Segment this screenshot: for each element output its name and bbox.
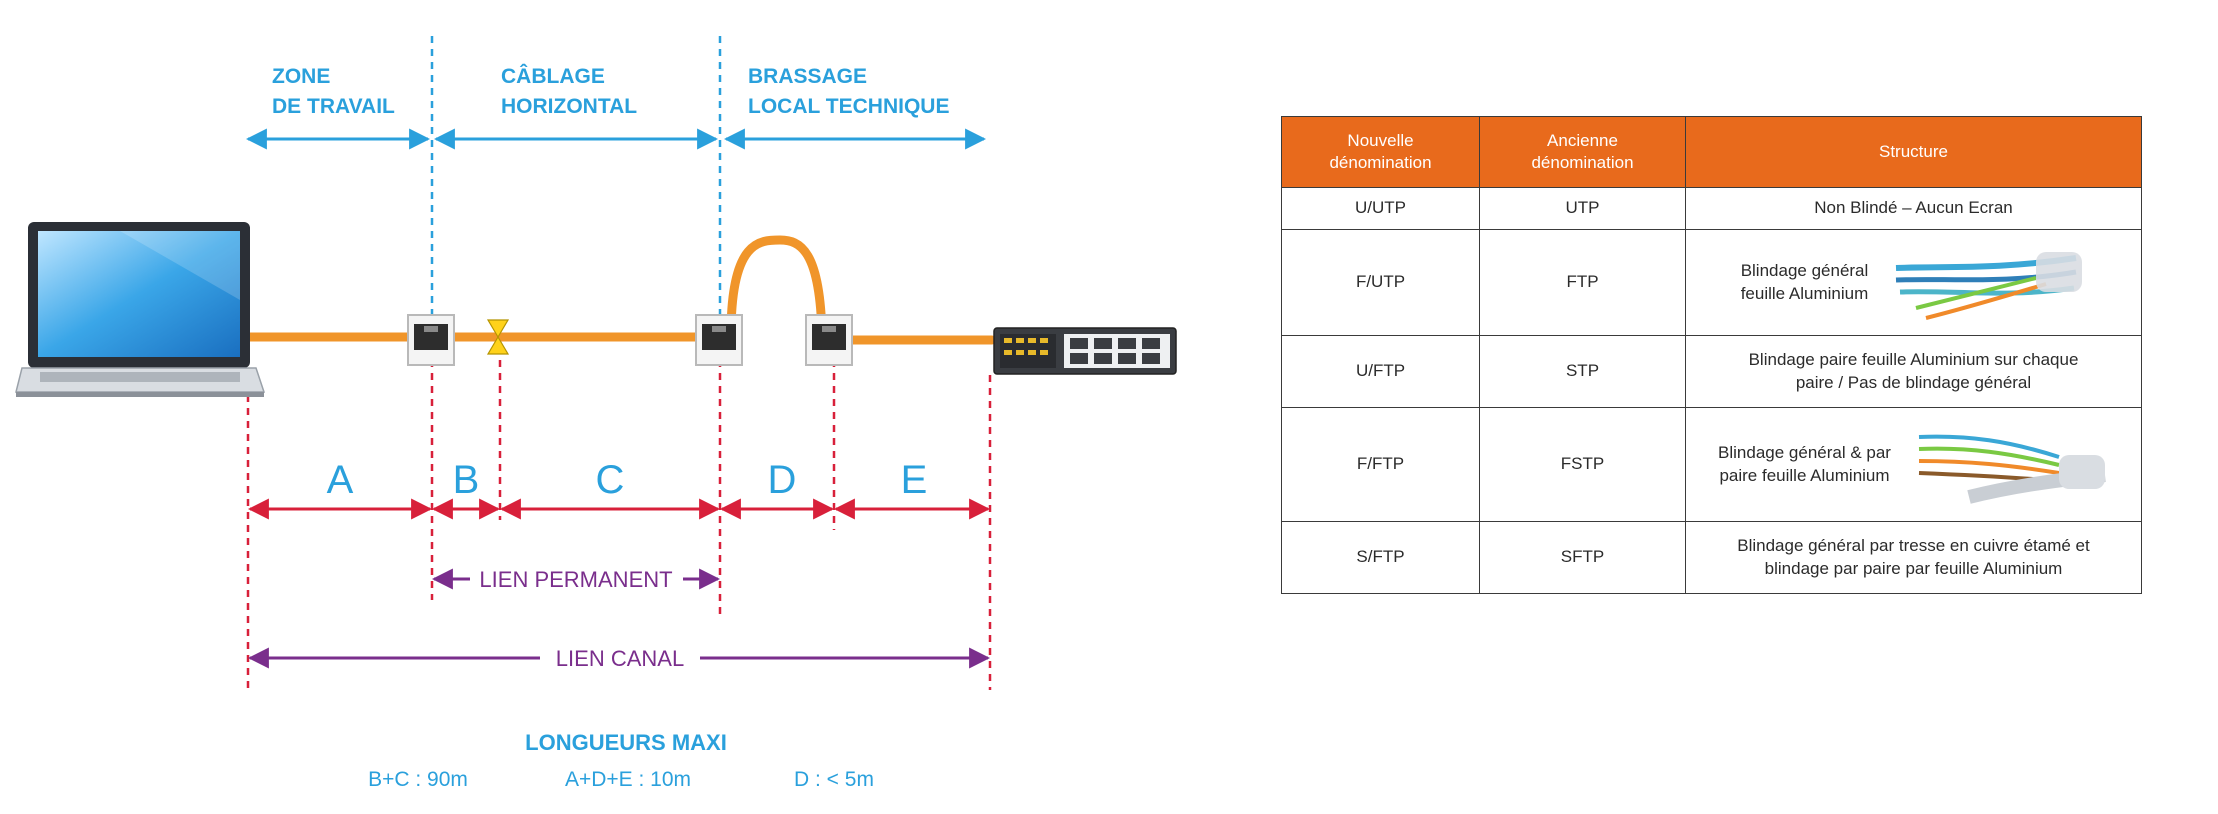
zone-work-label-2: DE TRAVAIL (272, 95, 395, 118)
patch-panel-port-icon (696, 315, 742, 365)
cell-structure: Non Blindé – Aucun Ecran (1686, 188, 2142, 230)
cell-new-name: U/FTP (1282, 336, 1480, 408)
cell-old-name: STP (1480, 336, 1686, 408)
segment-markers (248, 360, 990, 690)
network-switch-icon (994, 328, 1176, 374)
segment-a-label: A (327, 458, 354, 502)
table-row: F/UTP FTP Blindage général feuille Alumi… (1282, 230, 2142, 336)
zone-horizontal-label-2: HORIZONTAL (501, 95, 637, 118)
cable-category-table: Nouvelle dénomination Ancienne dénominat… (1281, 116, 2142, 594)
cell-old-name: UTP (1480, 188, 1686, 230)
patch-panel-port-icon (806, 315, 852, 365)
segment-e-label: E (901, 458, 928, 502)
channel-link-label: LIEN CANAL (556, 646, 684, 671)
cell-old-name: FSTP (1480, 408, 1686, 522)
segment-c-label: C (596, 458, 625, 502)
laptop-icon (16, 222, 264, 397)
cell-new-name: U/UTP (1282, 188, 1480, 230)
zone-labels: ZONE DE TRAVAIL CÂBLAGE HORIZONTAL BRASS… (272, 64, 949, 118)
channel-link: LIEN CANAL (250, 646, 988, 671)
zone-work-label-1: ZONE (272, 65, 330, 88)
max-lengths: LONGUEURS MAXI B+C : 90m A+D+E : 10m D :… (368, 730, 874, 791)
max-length-b-c: B+C : 90m (368, 768, 468, 791)
permanent-link: LIEN PERMANENT (434, 567, 718, 592)
max-length-a-d-e: A+D+E : 10m (565, 768, 691, 791)
max-lengths-title: LONGUEURS MAXI (525, 730, 727, 755)
cell-new-name: S/FTP (1282, 522, 1480, 594)
table-row: U/FTP STP Blindage paire feuille Alumini… (1282, 336, 2142, 408)
cell-old-name: FTP (1480, 230, 1686, 336)
permanent-link-label: LIEN PERMANENT (479, 567, 672, 592)
cell-new-name: F/UTP (1282, 230, 1480, 336)
header-structure: Structure (1686, 117, 2142, 188)
max-length-d: D : < 5m (794, 768, 874, 791)
header-old-name: Ancienne dénomination (1480, 117, 1686, 188)
wall-outlet-icon (408, 315, 454, 365)
zone-patch-label-1: BRASSAGE (748, 65, 867, 88)
table-row: U/UTP UTP Non Blindé – Aucun Ecran (1282, 188, 2142, 230)
cell-new-name: F/FTP (1282, 408, 1480, 522)
cell-structure: Blindage paire feuille Aluminium sur cha… (1686, 336, 2142, 408)
zone-patch-label-2: LOCAL TECHNIQUE (748, 95, 949, 118)
cell-structure: Blindage général par tresse en cuivre ét… (1686, 522, 2142, 594)
table-header-row: Nouvelle dénomination Ancienne dénominat… (1282, 117, 2142, 188)
cell-old-name: SFTP (1480, 522, 1686, 594)
cable (250, 337, 992, 340)
cabling-diagram: ZONE DE TRAVAIL CÂBLAGE HORIZONTAL BRASS… (0, 0, 1200, 814)
table-row: S/FTP SFTP Blindage général par tresse e… (1282, 522, 2142, 594)
cable-ftp-image (1886, 238, 2086, 328)
header-new-name: Nouvelle dénomination (1282, 117, 1480, 188)
segment-b-label: B (453, 458, 480, 502)
segment-d-label: D (768, 458, 797, 502)
zone-horizontal-label-1: CÂBLAGE (501, 64, 605, 88)
table-row: F/FTP FSTP Blindage général & par paire … (1282, 408, 2142, 522)
cable-fftp-image (1909, 417, 2109, 513)
segment-labels: A B C D E (327, 458, 928, 502)
cell-structure: Blindage général feuille Aluminium (1686, 230, 2142, 336)
cell-structure: Blindage général & par paire feuille Alu… (1686, 408, 2142, 522)
